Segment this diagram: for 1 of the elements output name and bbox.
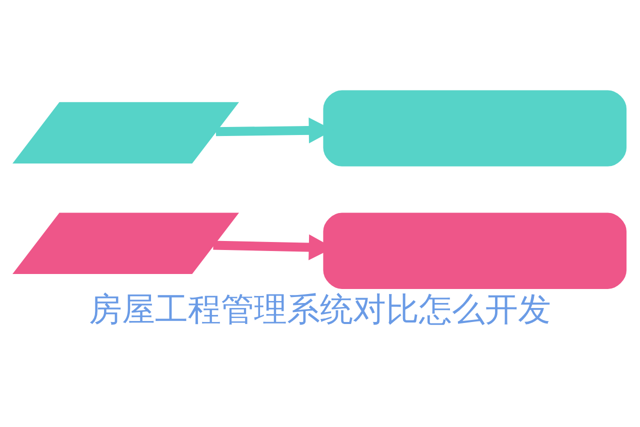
- caption: 房屋工程管理系统对比怎么开发: [89, 289, 552, 328]
